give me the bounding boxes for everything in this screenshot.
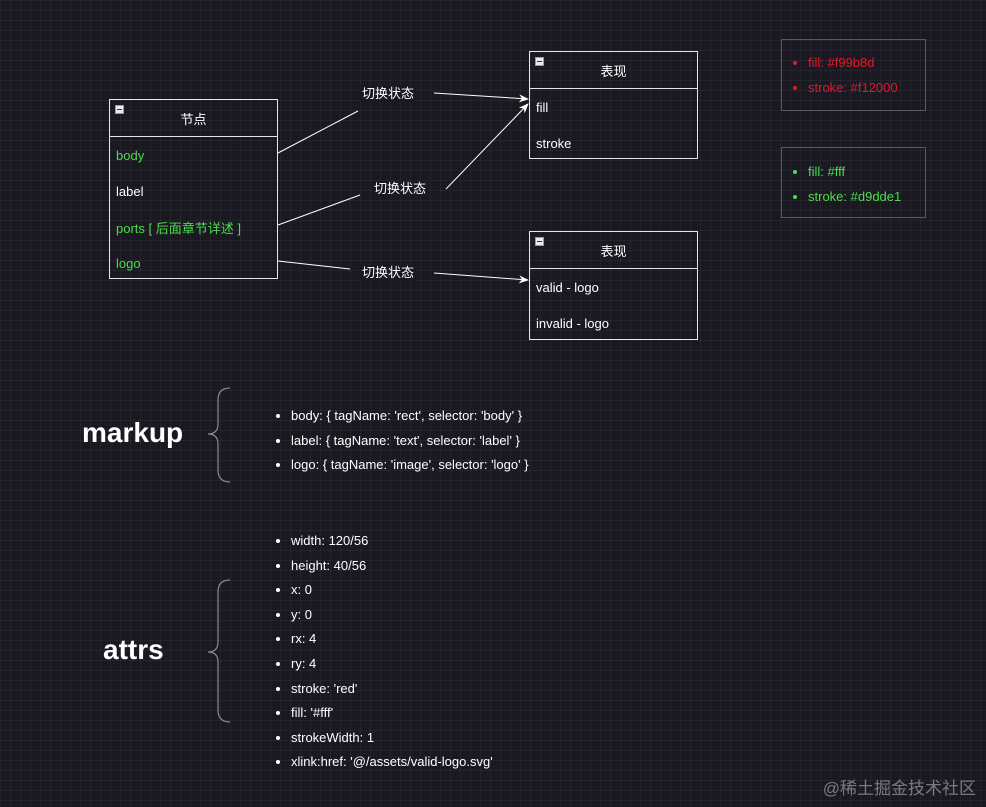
attrs-item: rx: 4 bbox=[291, 627, 493, 652]
collapse-icon[interactable] bbox=[115, 105, 124, 114]
node-box-title: 节点 bbox=[180, 111, 207, 127]
edge-body-fill bbox=[277, 110, 359, 154]
attrs-list: width: 120/56 height: 40/56 x: 0 y: 0 rx… bbox=[261, 529, 493, 775]
logo-box-title: 表现 bbox=[600, 243, 627, 259]
attrs-item: height: 40/56 bbox=[291, 554, 493, 579]
attrs-item: stroke: 'red' bbox=[291, 677, 493, 702]
style-box-header: 表现 bbox=[530, 52, 697, 89]
legend-red: fill: #f99b8d stroke: #f12000 bbox=[781, 39, 926, 111]
style-row-fill[interactable]: fill bbox=[536, 99, 549, 115]
node-row-body[interactable]: body bbox=[116, 147, 145, 163]
legend-green-fill: fill: #fff bbox=[808, 159, 925, 184]
style-row-stroke[interactable]: stroke bbox=[536, 135, 572, 151]
edge-ports-fill-arrow bbox=[445, 103, 529, 190]
collapse-icon[interactable] bbox=[535, 237, 544, 246]
edge-body-fill-arrow bbox=[433, 92, 529, 103]
edge-ports-fill bbox=[277, 194, 361, 226]
edge-logo-valid-arrow bbox=[433, 272, 529, 284]
markup-item: logo: { tagName: 'image', selector: 'log… bbox=[291, 453, 529, 478]
node-row-ports[interactable]: ports [ 后面章节详述 ] bbox=[116, 220, 241, 236]
logo-row-valid[interactable]: valid - logo bbox=[536, 279, 599, 295]
attrs-brace bbox=[207, 579, 231, 723]
markup-item: body: { tagName: 'rect', selector: 'body… bbox=[291, 404, 529, 429]
markup-list: body: { tagName: 'rect', selector: 'body… bbox=[261, 404, 529, 478]
attrs-item: fill: '#fff' bbox=[291, 701, 493, 726]
markup-label: markup bbox=[82, 417, 184, 448]
watermark: @稀土掘金技术社区 bbox=[822, 779, 976, 798]
legend-green-stroke: stroke: #d9dde1 bbox=[808, 184, 925, 209]
node-box-header: 节点 bbox=[110, 100, 277, 137]
style-box-title: 表现 bbox=[600, 63, 627, 79]
attrs-item: width: 120/56 bbox=[291, 529, 493, 554]
logo-box[interactable]: 表现 valid - logo invalid - logo bbox=[529, 231, 698, 340]
node-row-logo[interactable]: logo bbox=[116, 255, 141, 271]
attrs-item: ry: 4 bbox=[291, 652, 493, 677]
legend-red-stroke: stroke: #f12000 bbox=[808, 75, 925, 100]
edge-label-1: 切换状态 bbox=[360, 86, 417, 102]
node-box[interactable]: 节点 body label ports [ 后面章节详述 ] logo bbox=[109, 99, 278, 279]
legend-red-fill: fill: #f99b8d bbox=[808, 50, 925, 75]
markup-brace bbox=[207, 387, 231, 483]
logo-row-invalid[interactable]: invalid - logo bbox=[536, 315, 609, 331]
attrs-item: y: 0 bbox=[291, 603, 493, 628]
logo-box-header: 表现 bbox=[530, 232, 697, 269]
node-row-label[interactable]: label bbox=[116, 183, 144, 199]
attrs-item: x: 0 bbox=[291, 578, 493, 603]
attrs-label: attrs bbox=[103, 634, 164, 665]
edge-label-2: 切换状态 bbox=[372, 181, 429, 197]
legend-green: fill: #fff stroke: #d9dde1 bbox=[781, 147, 926, 218]
markup-item: label: { tagName: 'text', selector: 'lab… bbox=[291, 429, 529, 454]
style-box[interactable]: 表现 fill stroke bbox=[529, 51, 698, 159]
edge-label-3: 切换状态 bbox=[360, 265, 417, 281]
attrs-item: xlink:href: '@/assets/valid-logo.svg' bbox=[291, 750, 493, 775]
collapse-icon[interactable] bbox=[535, 57, 544, 66]
attrs-item: strokeWidth: 1 bbox=[291, 726, 493, 751]
edge-logo-valid bbox=[277, 260, 351, 270]
